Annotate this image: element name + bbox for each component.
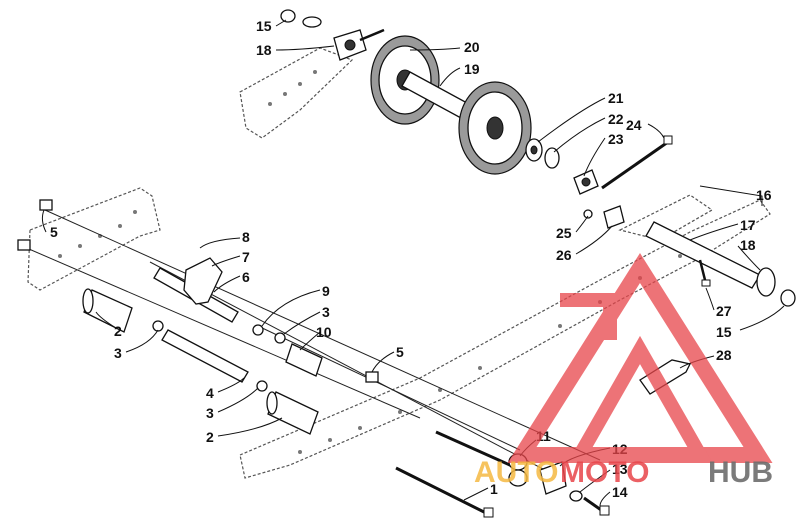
callout-9: 9: [322, 283, 330, 299]
callout-5-middle: 5: [396, 344, 404, 360]
axle-lines: [21, 209, 601, 479]
shaft-17: [645, 221, 761, 289]
watermark-text-auto: AUTO: [474, 456, 558, 489]
callout-5-left: 5: [50, 224, 58, 240]
watermark-text-moto: MOTO: [560, 456, 649, 489]
callout-3-lower: 3: [206, 405, 214, 421]
callout-25: 25: [556, 225, 572, 241]
bolt-14: [583, 496, 610, 516]
callout-24: 24: [626, 117, 642, 133]
callout-15-top: 15: [256, 18, 272, 34]
idler-wheel-front: [458, 81, 532, 175]
callout-17: 17: [740, 217, 756, 233]
callout-16: 16: [756, 187, 772, 203]
adjuster-bolt-24: [601, 135, 673, 190]
bolt-27: [698, 259, 711, 287]
end-cap-18: [756, 267, 776, 297]
end-cap-15: [780, 289, 796, 307]
callout-18-right: 18: [740, 237, 756, 253]
callout-1: 1: [490, 481, 498, 497]
slider-12: [539, 461, 567, 495]
callout-23: 23: [608, 131, 624, 147]
top-cap-15: [280, 9, 322, 28]
upper-top-rail: [239, 47, 354, 139]
watermark-text: AUTO MOTO HUB: [474, 456, 773, 489]
callout-7: 7: [242, 249, 250, 265]
watermark-text-hub: HUB: [708, 456, 773, 489]
right-rail-end: [618, 194, 714, 241]
washers: [152, 320, 286, 392]
callout-2-upper: 2: [114, 323, 122, 339]
callout-20: 20: [464, 39, 480, 55]
shaft-4: [161, 329, 249, 383]
spacer-10: [285, 343, 323, 377]
callout-22: 22: [608, 111, 624, 127]
callout-8: 8: [242, 229, 250, 245]
callout-13: 13: [612, 461, 628, 477]
callout-15-right: 15: [716, 324, 732, 340]
long-bolts: [395, 430, 513, 518]
snap-ring-22: [544, 147, 560, 169]
callout-18-top: 18: [256, 42, 272, 58]
upper-left-rail: [27, 187, 161, 291]
spacer-2-lower: [266, 391, 319, 435]
watermark-logo: [507, 253, 773, 463]
callout-3-upper: 3: [322, 304, 330, 320]
callout-2-lower: 2: [206, 429, 214, 445]
callout-6: 6: [242, 269, 250, 285]
washer-13: [569, 490, 583, 502]
callout-26: 26: [556, 247, 572, 263]
callout-21: 21: [608, 90, 624, 106]
bracket-26: [583, 205, 625, 229]
callout-10: 10: [316, 324, 332, 340]
callout-4: 4: [206, 385, 214, 401]
adjuster-block-23: [573, 169, 599, 195]
bearing-21: [525, 138, 543, 162]
callout-3-left: 3: [114, 345, 122, 361]
callout-19: 19: [464, 61, 480, 77]
spacer-2-upper: [82, 288, 133, 333]
callout-14: 14: [612, 484, 628, 500]
callout-27: 27: [716, 303, 732, 319]
callout-28: 28: [716, 347, 732, 363]
top-adjuster-18: [333, 28, 385, 61]
bracket-7: [183, 257, 223, 305]
